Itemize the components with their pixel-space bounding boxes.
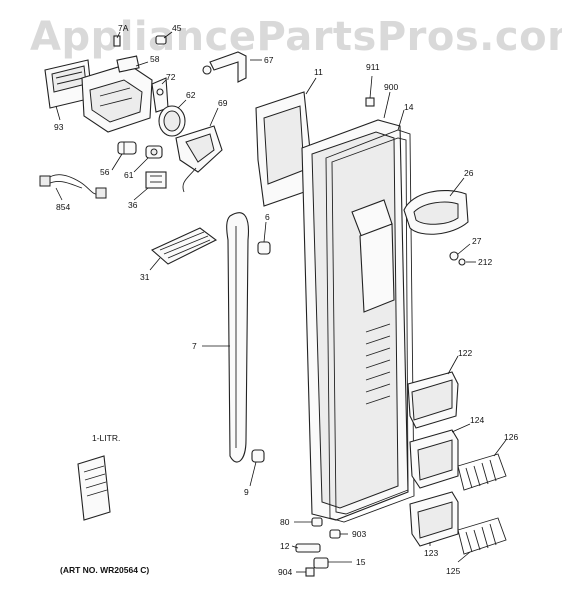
callout-126: 126	[504, 432, 518, 442]
callout-93: 93	[54, 122, 64, 132]
callout-67: 67	[264, 55, 274, 65]
callout-7a: 7A	[118, 23, 129, 33]
cap-9[interactable]	[251, 449, 265, 463]
dispenser-funnel[interactable]	[175, 125, 223, 193]
callout-31: 31	[140, 272, 150, 282]
callout-27: 27	[472, 236, 482, 246]
leader-lines	[55, 31, 507, 573]
part-80[interactable]	[311, 517, 323, 527]
grille[interactable]	[150, 227, 218, 265]
screw-27[interactable]	[449, 251, 459, 261]
callout-62: 62	[186, 90, 196, 100]
callout-15: 15	[356, 557, 366, 567]
callout-9: 9	[244, 487, 249, 497]
callout-69: 69	[218, 98, 228, 108]
callout-125: 125	[446, 566, 460, 576]
clip-45[interactable]	[155, 35, 167, 45]
solenoid[interactable]	[145, 145, 163, 159]
door-handle[interactable]	[226, 212, 250, 463]
switch[interactable]	[117, 141, 137, 155]
door-shell[interactable]	[301, 119, 409, 521]
bracket[interactable]	[202, 51, 247, 83]
callout-58: 58	[150, 54, 160, 64]
screw-911[interactable]	[365, 97, 375, 107]
clip-7a[interactable]	[113, 35, 121, 47]
door-bin-123[interactable]	[409, 491, 459, 547]
art-number: (ART NO. WR20564 C)	[60, 565, 149, 575]
callout-854: 854	[56, 202, 70, 212]
callout-61: 61	[124, 170, 134, 180]
callout-6: 6	[265, 212, 270, 222]
literature-kit[interactable]	[77, 455, 111, 521]
callout-903: 903	[352, 529, 366, 539]
cap-6[interactable]	[257, 241, 271, 255]
callout-122: 122	[458, 348, 472, 358]
callout-labels: 7A 45 58 67 72 93 62 69 56 61 36 854 11 …	[54, 23, 518, 577]
callout-12: 12	[280, 541, 290, 551]
screw-212[interactable]	[458, 258, 466, 266]
callout-45: 45	[172, 23, 182, 33]
callout-11: 11	[314, 67, 323, 77]
callout-212: 212	[478, 257, 492, 267]
callout-911: 911	[366, 62, 380, 72]
drip-tray[interactable]	[403, 190, 469, 235]
door-bin-122[interactable]	[407, 371, 459, 429]
callout-72: 72	[166, 72, 176, 82]
door-bin-124[interactable]	[409, 429, 459, 489]
micro-switch[interactable]	[145, 171, 167, 189]
callout-904: 904	[278, 567, 292, 577]
part-12[interactable]	[295, 543, 321, 553]
part-15[interactable]	[313, 557, 329, 569]
callout-56: 56	[100, 167, 110, 177]
callout-14: 14	[404, 102, 414, 112]
callout-123: 123	[424, 548, 438, 558]
ring-bearing[interactable]	[158, 105, 186, 137]
callout-80: 80	[280, 517, 290, 527]
callout-26: 26	[464, 168, 474, 178]
part-904[interactable]	[305, 567, 315, 577]
callout-36: 36	[128, 200, 138, 210]
wire-shelf-126[interactable]	[457, 453, 507, 491]
part-903[interactable]	[329, 529, 341, 539]
callout-900: 900	[384, 82, 398, 92]
callout-1-litr: 1-LITR.	[92, 433, 120, 443]
callout-124: 124	[470, 415, 484, 425]
actuator[interactable]	[151, 77, 169, 113]
callout-7: 7	[192, 341, 197, 351]
wire-shelf-125[interactable]	[457, 517, 507, 555]
wire-harness[interactable]	[39, 174, 107, 199]
dispenser-housing[interactable]	[81, 55, 153, 133]
